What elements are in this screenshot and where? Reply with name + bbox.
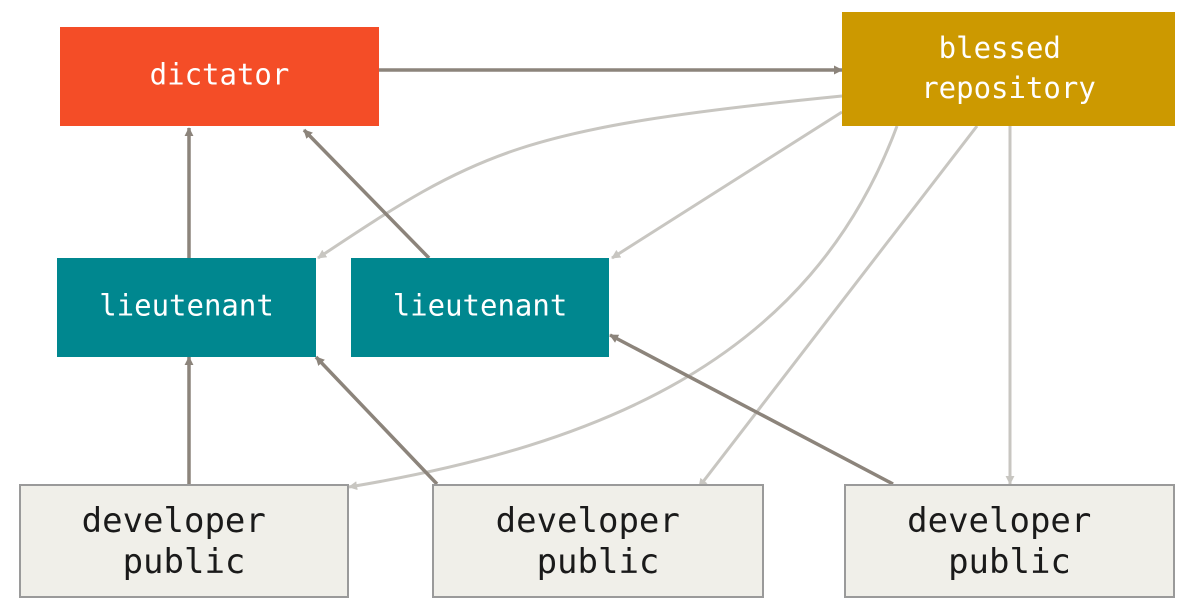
arrow-blessed-to-developer-1 — [348, 125, 899, 491]
blessed-repository-label-line-2: repository — [921, 71, 1096, 105]
blessed-repository-label: blessed repository — [921, 31, 1096, 105]
developer-label: developer public — [82, 501, 287, 582]
dictator-node: dictator — [60, 27, 379, 126]
lieutenant-box — [57, 258, 316, 357]
arrow-blessed-to-developer-2 — [697, 125, 979, 488]
lieutenant-node: lieutenant — [57, 258, 316, 357]
developer-label-line-1: developer — [82, 501, 266, 541]
developer-label-line-1: developer — [496, 501, 680, 541]
developer-box — [432, 484, 764, 598]
lieutenant-node: lieutenant — [351, 258, 609, 357]
developer-label-line-2: public — [948, 542, 1071, 582]
blessed-repository-label-line-1: blessed — [939, 31, 1061, 65]
arrow-developer-2-to-lieutenant-1 — [314, 355, 439, 486]
blessed-repository-node: blessed repository — [842, 12, 1175, 126]
push-arrows — [184, 65, 894, 486]
lieutenant-label: lieutenant — [393, 289, 568, 323]
developer-box — [844, 484, 1175, 598]
developer-label-line-2: public — [123, 542, 246, 582]
lieutenant-box — [351, 258, 609, 357]
developer-label-line-2: public — [537, 542, 660, 582]
dictator-box — [60, 27, 379, 126]
arrow-developer-3-to-lieutenant-2 — [609, 333, 894, 486]
arrow-blessed-to-lieutenant-2 — [611, 110, 843, 260]
arrow-lieutenant-2-to-dictator — [302, 128, 431, 260]
lieutenant-label: lieutenant — [99, 289, 274, 323]
arrow-blessed-to-lieutenant-1 — [317, 94, 843, 260]
dictator-label: dictator — [150, 58, 290, 92]
developer-node: developer public — [19, 484, 349, 598]
developer-label: developer public — [907, 501, 1112, 582]
developer-label: developer public — [496, 501, 701, 582]
developer-box — [19, 484, 349, 598]
developer-node: developer public — [432, 484, 764, 598]
blessed-repository-box — [842, 12, 1175, 126]
developer-label-line-1: developer — [907, 501, 1091, 541]
pull-arrows — [317, 94, 1015, 491]
developer-node: developer public — [844, 484, 1175, 598]
